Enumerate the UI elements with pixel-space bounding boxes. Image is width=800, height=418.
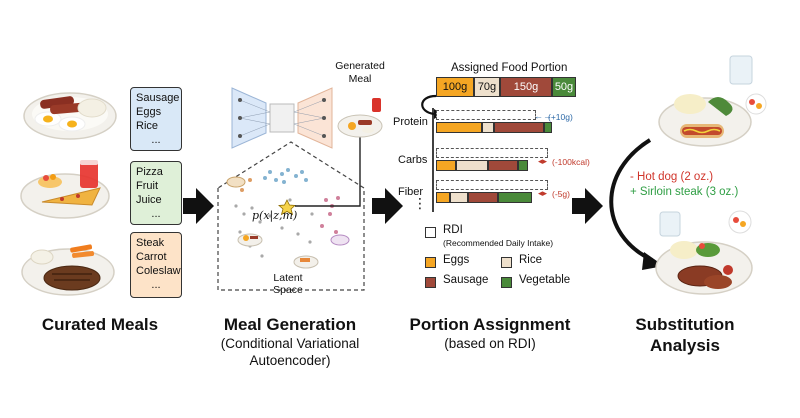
- arrow-curated-to-generation: [183, 188, 214, 224]
- meal-generation-sub1: (Conditional Variational: [220, 336, 360, 351]
- meal-item: ...: [151, 279, 161, 291]
- meal-item: Sausage: [136, 92, 180, 104]
- decrease-arrow-icon: ◂▸: [538, 188, 548, 198]
- meal-generation-sub2: Autoencoder): [249, 353, 331, 368]
- assigned-segment-vegetable: 50g: [552, 77, 576, 97]
- portion-segment-sausage: [488, 160, 518, 171]
- portion-segment-rice: [456, 160, 488, 171]
- portion-segment-eggs: [436, 122, 482, 133]
- curated-meals-title: Curated Meals: [41, 315, 159, 334]
- steak-plate-image: [21, 244, 115, 296]
- meal-item: ...: [151, 134, 161, 146]
- more-rows-ellipsis: ⋮: [413, 195, 427, 211]
- portion-assignment-sub1: (based on RDI): [444, 336, 536, 351]
- substitution-analysis-heading: Substitution Analysis: [610, 314, 760, 356]
- formula-label: p(x|z,m): [252, 209, 298, 222]
- assigned-segment-sausage: 150g: [500, 77, 552, 97]
- portion-segment-rice: [482, 122, 494, 133]
- meal-item: Juice: [136, 194, 162, 206]
- rdi-bar-carbs: [436, 148, 548, 158]
- meal-item: Eggs: [136, 106, 162, 118]
- row-annotation-fiber: (-5g): [552, 189, 570, 199]
- portion-bar-protein: [436, 122, 552, 133]
- legend-label-sausage: Sausage: [443, 274, 489, 286]
- assigned-segment-eggs: 100g: [436, 77, 474, 97]
- latent-meal-thumbnails: [226, 176, 350, 269]
- assigned-to-rows-arrow: [421, 94, 437, 116]
- arrow-portion-to-substitution: [572, 188, 603, 224]
- substitution-title-line1: Substitution: [635, 315, 735, 334]
- portion-segment-sausage: [494, 122, 544, 133]
- substitution-curved-arrow: [609, 138, 653, 262]
- rdi-swatch: [425, 227, 436, 238]
- latent-space-label: Latent Space: [273, 272, 303, 296]
- substitution-changes: - Hot dog (2 oz.) + Sirloin steak (3 oz.…: [630, 170, 738, 200]
- steak-substitution-plate-image: [655, 210, 753, 295]
- breakfast-plate-image: [23, 92, 117, 140]
- meal-item: Coleslaw: [136, 265, 181, 277]
- arrow-generation-to-portion: [372, 188, 403, 224]
- portion-segment-vegetable: [498, 192, 532, 203]
- row-annotation-protein: (+10g): [548, 112, 573, 122]
- cvae-network-icon: [231, 87, 333, 149]
- portion-bar-carbs: [436, 160, 528, 171]
- assigned-portion-title: Assigned Food Portion: [451, 62, 568, 74]
- portion-bar-fiber: [436, 192, 532, 203]
- row-label-fiber: Fiber: [398, 186, 424, 198]
- legend-swatch-eggs: [425, 257, 436, 268]
- legend-label-eggs: Eggs: [443, 254, 470, 266]
- meal-generation-heading: Meal Generation (Conditional Variational…: [200, 314, 380, 369]
- portion-segment-eggs: [436, 160, 456, 171]
- pizza-plate-image: [20, 160, 110, 219]
- portion-segment-sausage: [468, 192, 498, 203]
- legend-swatch-rice: [501, 257, 512, 268]
- meal-item: ...: [151, 208, 161, 220]
- meal-item: Rice: [136, 120, 159, 132]
- meal-item: Steak: [136, 237, 165, 249]
- row-label-protein: Protein: [393, 116, 428, 128]
- row-label-carbs: Carbs: [398, 154, 428, 166]
- portion-assignment-heading: Portion Assignment (based on RDI): [400, 314, 580, 352]
- portion-segment-rice: [450, 192, 468, 203]
- meal-item: Carrot: [136, 251, 167, 263]
- latent-space-region: [217, 141, 365, 291]
- generated-label-line1: Generated: [335, 60, 385, 72]
- legend-swatch-vegetable: [501, 277, 512, 288]
- rdi-bar-protein: [436, 110, 536, 120]
- generated-meal-label: Generated Meal: [330, 60, 390, 86]
- meal-item: Pizza: [136, 166, 163, 178]
- legend-swatch-sausage: [425, 277, 436, 288]
- hotdog-plate-image: [658, 55, 767, 147]
- rdi-sub-label: (Recommended Daily Intake): [443, 238, 554, 248]
- legend-label-rice: Rice: [519, 254, 543, 266]
- portion-segment-eggs: [436, 192, 450, 203]
- sample-to-meal-connector: [295, 136, 361, 207]
- assigned-segment-rice: 70g: [474, 77, 500, 97]
- legend-label-vegetable: Vegetable: [519, 274, 571, 286]
- portion-segment-vegetable: [518, 160, 528, 171]
- meal-generation-title: Meal Generation: [223, 315, 357, 334]
- added-item-text: + Sirloin steak (3 oz.): [630, 186, 739, 198]
- generated-label-line2: Meal: [348, 73, 372, 85]
- decrease-arrow-icon: ◂▸: [538, 156, 548, 166]
- generated-meal-image: [337, 98, 383, 138]
- rdi-bar-fiber: [436, 180, 548, 190]
- portion-segment-vegetable: [544, 122, 552, 133]
- row-annotation-carbs: (-100kcal): [552, 157, 590, 167]
- substitution-title-line2: Analysis: [650, 336, 720, 355]
- rdi-label: RDI: [443, 224, 463, 236]
- increase-arrow-icon: ←→: [534, 111, 552, 121]
- removed-item-text: - Hot dog (2 oz.): [630, 171, 714, 183]
- meal-item: Fruit: [136, 180, 158, 192]
- portion-assignment-title: Portion Assignment: [409, 315, 571, 334]
- latent-sample-star-icon: [278, 199, 296, 216]
